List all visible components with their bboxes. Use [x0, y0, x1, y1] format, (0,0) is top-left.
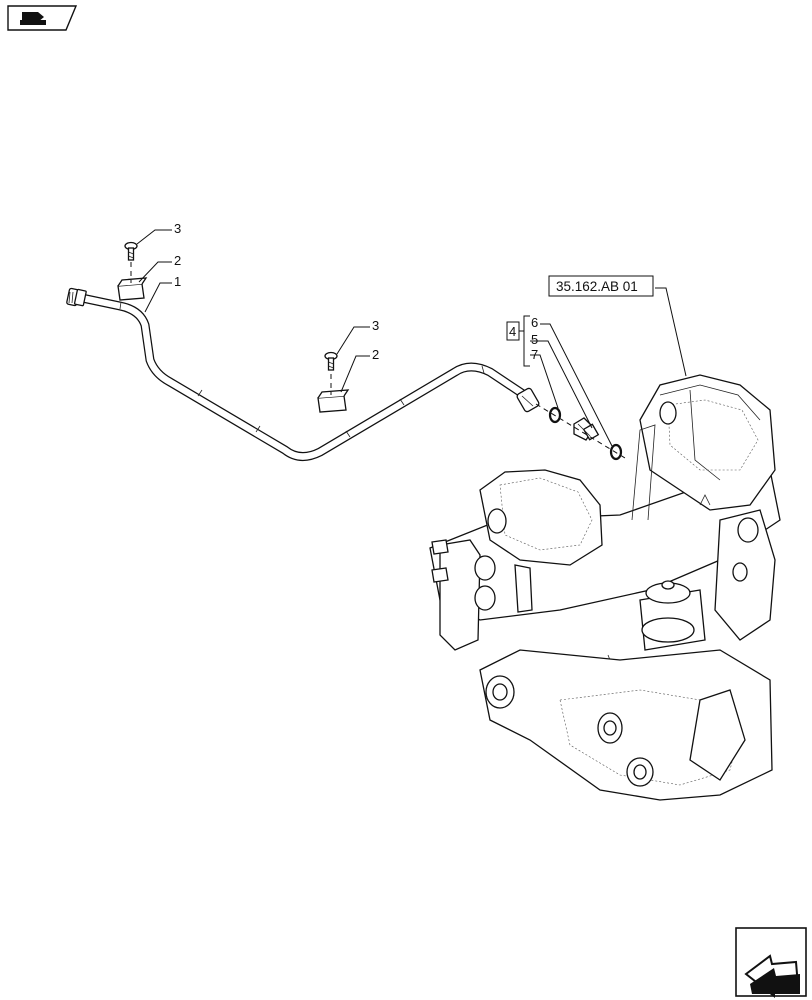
leader-lines: [136, 229, 687, 447]
lower-clamp: [317, 374, 350, 413]
callout-3-upper: 3: [174, 221, 181, 236]
callout-1: 1: [174, 274, 181, 289]
adapter-fitting-5: [573, 417, 600, 441]
callout-3-lower: 3: [372, 318, 379, 333]
callout-7: 7: [531, 347, 538, 362]
reference-label[interactable]: 35.162.AB 01: [556, 279, 638, 294]
upper-clamp: [117, 262, 148, 301]
seal-ring-6: [609, 443, 623, 461]
callout-4: 4: [509, 324, 516, 339]
callout-5: 5: [531, 332, 538, 347]
seal-ring-7: [548, 406, 562, 424]
callout-2-upper: 2: [174, 253, 181, 268]
axle-frame-assembly: [429, 374, 781, 801]
pipe-assembly: [77, 293, 531, 461]
next-page-arrow-icon[interactable]: [735, 927, 807, 999]
left-pipe-fitting: [66, 287, 87, 307]
callout-6: 6: [531, 315, 538, 330]
callout-2-lower: 2: [372, 347, 379, 362]
lower-screw: [324, 351, 338, 371]
reference-link[interactable]: 35.162.AB 01: [548, 275, 654, 297]
upper-screw: [124, 241, 138, 261]
callout-4-box: 4: [506, 321, 520, 341]
right-pipe-nut: [516, 387, 540, 413]
group-bracket: [519, 315, 530, 367]
book-arrow-icon[interactable]: [7, 5, 78, 31]
